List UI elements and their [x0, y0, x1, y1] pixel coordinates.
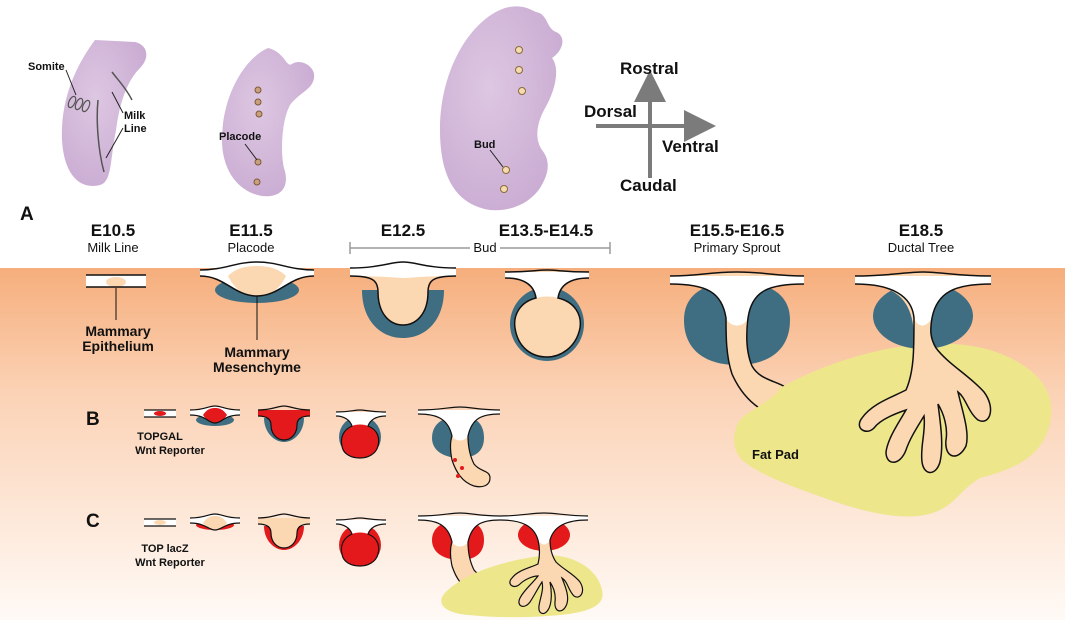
dorsal-label: Dorsal: [584, 102, 637, 121]
epithelium-label-1: Mammary: [85, 323, 151, 339]
topgal-stage-1: [144, 409, 176, 418]
toplacz-stage-5: [417, 512, 501, 594]
fat-pad-label: Fat Pad: [752, 447, 799, 462]
mesenchyme-label-1: Mammary: [224, 344, 290, 360]
embryo-e10-5: [61, 40, 147, 186]
stage-day-3: E12.5: [381, 221, 425, 240]
main-stage-4: [504, 269, 590, 361]
main-stage-3: [349, 261, 457, 338]
toplacz-stage-2: [189, 513, 241, 531]
stage-day-1: E10.5: [91, 221, 135, 240]
embryo-e11-5: [222, 48, 315, 197]
panel-b-label: B: [86, 409, 100, 430]
toplacz-stage-4: [335, 517, 387, 567]
topgal-stage-5: [417, 406, 501, 488]
caudal-label: Caudal: [620, 176, 677, 195]
epithelium-label-2: Epithelium: [82, 338, 154, 354]
somites: [67, 95, 91, 113]
stage-day-5: E15.5-E16.5: [690, 221, 785, 240]
rostral-label: Rostral: [620, 59, 679, 78]
toplacz-label-2: Wnt Reporter: [135, 557, 205, 569]
topgal-label-2: Wnt Reporter: [135, 445, 205, 457]
bud-embryo-label: Bud: [474, 139, 495, 151]
milk-label: Milk: [124, 110, 146, 122]
stage-name-2: Placode: [228, 240, 275, 255]
somite-label: Somite: [28, 61, 65, 73]
stage-name-5: Primary Sprout: [694, 240, 781, 255]
bud-bracket-label: Bud: [473, 240, 496, 255]
stage-name-1: Milk Line: [87, 240, 138, 255]
topgal-stage-2: [189, 405, 241, 426]
topgal-stage-3: [257, 405, 311, 442]
stage-day-2: E11.5: [229, 221, 273, 240]
toplacz-stage-6: [441, 512, 603, 618]
panel-c-label: C: [86, 511, 100, 532]
main-stage-5: [669, 271, 805, 417]
embryo-e12-5: [440, 6, 563, 211]
topgal-label-1: TOPGAL: [137, 431, 183, 443]
toplacz-label-1: TOP lacZ: [141, 543, 189, 555]
panel-a-label: A: [20, 204, 34, 225]
topgal-stage-4: [335, 409, 387, 459]
toplacz-stage-3: [257, 513, 311, 550]
stage-day-4: E13.5-E14.5: [499, 221, 594, 240]
line-label: Line: [124, 123, 147, 135]
placode-label: Placode: [219, 131, 261, 143]
toplacz-stage-1: [144, 518, 176, 527]
main-stage-1: [86, 274, 146, 320]
ventral-label: Ventral: [662, 137, 719, 156]
stage-day-6: E18.5: [899, 221, 943, 240]
bud-bracket: [349, 242, 611, 254]
mesenchyme-label-2: Mesenchyme: [213, 359, 301, 375]
main-stage-6: [734, 271, 1052, 517]
stage-name-6: Ductal Tree: [888, 240, 954, 255]
main-stage-2: [199, 261, 315, 340]
orientation-axes: [596, 70, 716, 178]
